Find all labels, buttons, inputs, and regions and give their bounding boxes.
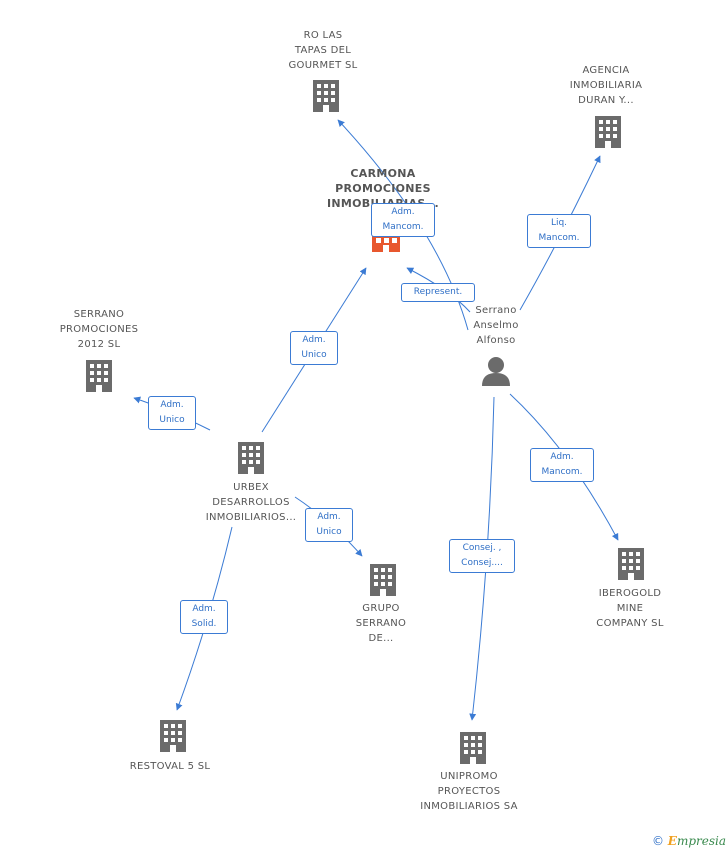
- copyright-symbol: ©: [651, 834, 664, 848]
- building-icon-agencia[interactable]: [595, 116, 621, 148]
- edge-label-adm-unico-serrano-2012[interactable]: Adm. Unico: [148, 396, 196, 430]
- edge-label-liq-mancom[interactable]: Liq. Mancom.: [527, 214, 591, 248]
- node-label-unipromo[interactable]: UNIPROMO PROYECTOS INMOBILIARIOS SA: [420, 771, 518, 812]
- node-label-grupo-serrano[interactable]: GRUPO SERRANO DE...: [355, 603, 407, 644]
- building-icon-iberogold[interactable]: [618, 548, 644, 580]
- edge-label-adm-solid[interactable]: Adm. Solid.: [180, 600, 228, 634]
- building-icon-ro-las-tapas[interactable]: [313, 80, 339, 112]
- edge-label-represent[interactable]: Represent.: [401, 283, 475, 302]
- edge-label-adm-unico-grupo[interactable]: Adm. Unico: [305, 508, 353, 542]
- node-label-iberogold[interactable]: IBEROGOLD MINE COMPANY SL: [596, 588, 664, 629]
- node-label-serrano-person[interactable]: Serrano Anselmo Alfonso: [473, 305, 519, 346]
- node-label-urbex[interactable]: URBEX DESARROLLOS INMOBILIARIOS...: [205, 482, 297, 523]
- node-label-serrano-2012[interactable]: SERRANO PROMOCIONES 2012 SL: [59, 309, 139, 350]
- building-icon-serrano-2012[interactable]: [86, 360, 112, 392]
- building-icon-unipromo[interactable]: [460, 732, 486, 764]
- building-icon-urbex[interactable]: [238, 442, 264, 474]
- building-icon-restoval[interactable]: [160, 720, 186, 752]
- brand-initial: E: [667, 834, 677, 848]
- node-label-agencia[interactable]: AGENCIA INMOBILIARIA DURAN Y...: [569, 65, 643, 106]
- edge-label-adm-unico-carmona[interactable]: Adm. Unico: [290, 331, 338, 365]
- edge-label-adm-mancom-top[interactable]: Adm. Mancom.: [371, 203, 435, 237]
- node-label-restoval[interactable]: RESTOVAL 5 SL: [129, 761, 211, 772]
- empresia-watermark[interactable]: © Empresia: [652, 834, 726, 848]
- person-icon-serrano[interactable]: [482, 357, 510, 386]
- building-icon-grupo-serrano[interactable]: [370, 564, 396, 596]
- node-label-ro-las-tapas[interactable]: RO LAS TAPAS DEL GOURMET SL: [288, 30, 358, 71]
- brand-name: mpresia: [676, 834, 726, 848]
- edge-label-adm-mancom-ibero[interactable]: Adm. Mancom.: [530, 448, 594, 482]
- edge-label-consej[interactable]: Consej. , Consej....: [449, 539, 515, 573]
